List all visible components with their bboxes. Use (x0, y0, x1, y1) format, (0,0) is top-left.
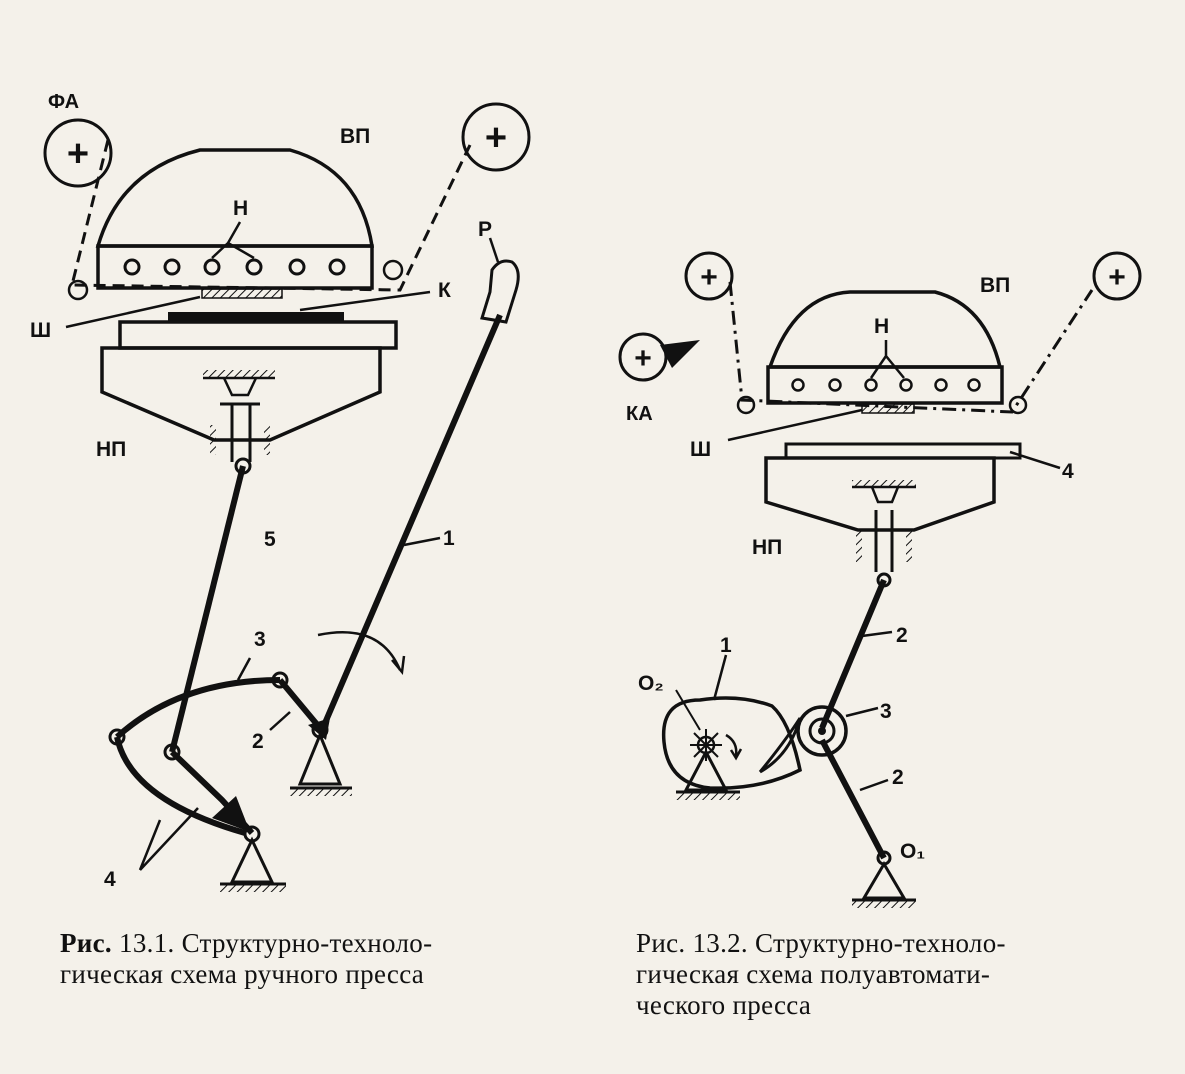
lower-platen (100, 320, 398, 462)
film-path (70, 139, 472, 292)
caption-1-line2: гическая схема ручного пресса (60, 959, 425, 989)
label-ka: КА (626, 403, 653, 425)
label-link-3: 3 (880, 700, 892, 723)
label-link-5: 5 (264, 528, 276, 551)
upper-platen (95, 148, 375, 290)
svg-text:+: + (67, 133, 89, 175)
label-link-1: 1 (443, 527, 455, 550)
rotation-arrow-icon (317, 631, 402, 671)
pivot-support-4 (220, 836, 286, 892)
link-2-lower (819, 738, 887, 860)
label-fa: ФА (48, 91, 79, 113)
caption-1-prefix: Рис. (60, 928, 112, 958)
link-2-upper (819, 578, 887, 730)
stamp (861, 403, 915, 414)
label-np: НП (752, 536, 782, 559)
pivot-support-o2 (676, 748, 740, 800)
label-np: НП (96, 438, 126, 461)
figure-2-semiauto-press: + + + КА ВП Н (618, 251, 1142, 908)
pivot-support-lever (290, 731, 352, 796)
label-link-2-upper: 2 (896, 624, 908, 647)
svg-text:+: + (634, 342, 652, 375)
film-roll-right-icon: + (1092, 251, 1142, 301)
lower-platen (764, 456, 996, 572)
handle-p[interactable] (480, 259, 520, 324)
link-3 (114, 677, 281, 740)
link-5 (169, 465, 246, 753)
leader-sh (65, 295, 201, 329)
label-link-1: 1 (720, 634, 732, 657)
film-roll-left-icon: + (684, 251, 734, 301)
cardboard-roll-ka-icon: + (618, 332, 700, 382)
caption-2-prefix: Рис. (636, 928, 686, 958)
svg-text:+: + (700, 261, 718, 294)
label-link-4: 4 (1062, 460, 1074, 483)
label-n: Н (233, 197, 248, 220)
guide-roller-left (67, 279, 89, 301)
label-link-3: 3 (254, 628, 266, 651)
link-4 (114, 736, 255, 836)
stamp (201, 288, 283, 299)
roller-3 (796, 705, 848, 757)
label-sh: Ш (30, 319, 51, 342)
label-vp: ВП (980, 274, 1010, 297)
label-link-4: 4 (104, 868, 116, 891)
label-n: Н (874, 315, 889, 338)
pivot-support-o1 (852, 861, 916, 908)
label-vp: ВП (340, 125, 370, 148)
link-2 (277, 678, 323, 730)
caption-1-line1: Структурно-техноло- (181, 928, 433, 958)
label-sh: Ш (690, 438, 711, 461)
figure-1-manual-press: + + ФА ВП Н Ш К (30, 91, 531, 892)
label-link-2: 2 (252, 730, 264, 753)
label-link-2-lower: 2 (892, 766, 904, 789)
caption-figure-1: Рис. 13.1. Структурно-техноло- гическая … (60, 928, 580, 990)
film-roll-right-icon: + (461, 102, 531, 172)
table-4 (784, 442, 1022, 460)
label-o2: O₂ (638, 672, 664, 695)
label-p: Р (478, 218, 492, 241)
caption-2-line1: Структурно-техноло- (755, 928, 1006, 958)
caption-2-line3: ческого пресса (636, 990, 812, 1020)
guide-roller-right (382, 259, 404, 281)
svg-text:+: + (485, 117, 507, 159)
film-path (728, 281, 1094, 414)
film-roll-left-icon: + (43, 118, 113, 188)
cam-1 (661, 696, 802, 790)
caption-2-number: 13.2. (692, 928, 748, 958)
label-o1: O₁ (900, 840, 925, 863)
caption-2-line2: гическая схема полуавтомати- (636, 959, 991, 989)
upper-platen (766, 290, 1004, 405)
caption-figure-2: Рис. 13.2. Структурно-техноло- гическая … (636, 928, 1156, 1021)
leader-k (299, 290, 431, 312)
svg-text:+: + (1108, 261, 1126, 294)
label-k: К (438, 279, 451, 302)
lever-1 (319, 313, 503, 732)
caption-1-number: 13.1. (119, 928, 175, 958)
cover-k (168, 312, 344, 323)
